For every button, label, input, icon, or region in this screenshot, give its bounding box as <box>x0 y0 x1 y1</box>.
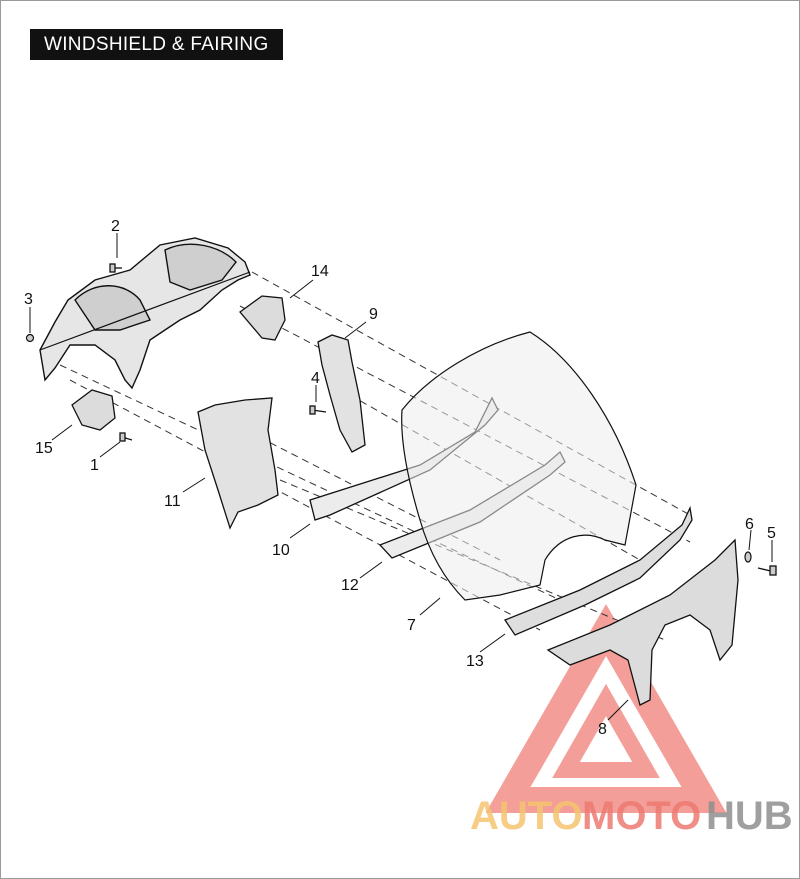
diagram-title: WINDSHIELD & FAIRING <box>30 29 283 60</box>
watermark-auto: AUTO <box>470 794 583 838</box>
cover-part-15 <box>71 389 116 431</box>
callout-12: 12 <box>341 577 359 594</box>
leader-lines <box>29 233 773 721</box>
windshield-part-7 <box>401 331 637 601</box>
bracket-part-11 <box>197 397 279 530</box>
screw-4 <box>309 405 327 415</box>
watermark-hub: HUB <box>706 794 793 838</box>
fairing-cap-part <box>39 237 251 390</box>
callout-8: 8 <box>598 721 607 738</box>
callout-10: 10 <box>272 542 290 559</box>
callout-4: 4 <box>311 370 320 387</box>
screw-5 <box>757 565 777 576</box>
callout-3: 3 <box>24 291 33 308</box>
trim-part-13 <box>504 505 693 636</box>
screw-1 <box>119 432 133 442</box>
washer-6 <box>744 551 752 563</box>
callout-15: 15 <box>35 440 53 457</box>
callout-1: 1 <box>90 457 99 474</box>
watermark-logo <box>485 603 727 813</box>
nut-3 <box>25 333 35 343</box>
callout-11: 11 <box>164 493 181 510</box>
watermark-text: AUTO MOTO HUB <box>470 794 793 838</box>
watermark-moto: MOTO <box>582 794 701 838</box>
screw-2 <box>109 263 122 273</box>
callout-13: 13 <box>466 653 484 670</box>
callout-labels: 2 3 4 1 15 14 9 11 10 12 7 13 8 6 5 <box>24 218 776 738</box>
callout-5: 5 <box>767 525 776 542</box>
cover-part-14 <box>239 295 286 341</box>
callout-9: 9 <box>369 306 378 323</box>
callout-7: 7 <box>407 617 416 634</box>
callout-2: 2 <box>111 218 120 235</box>
callout-14: 14 <box>311 263 329 280</box>
callout-6: 6 <box>745 516 754 533</box>
bracket-part-9 <box>317 334 366 453</box>
lower-trim-part-8 <box>546 538 739 706</box>
